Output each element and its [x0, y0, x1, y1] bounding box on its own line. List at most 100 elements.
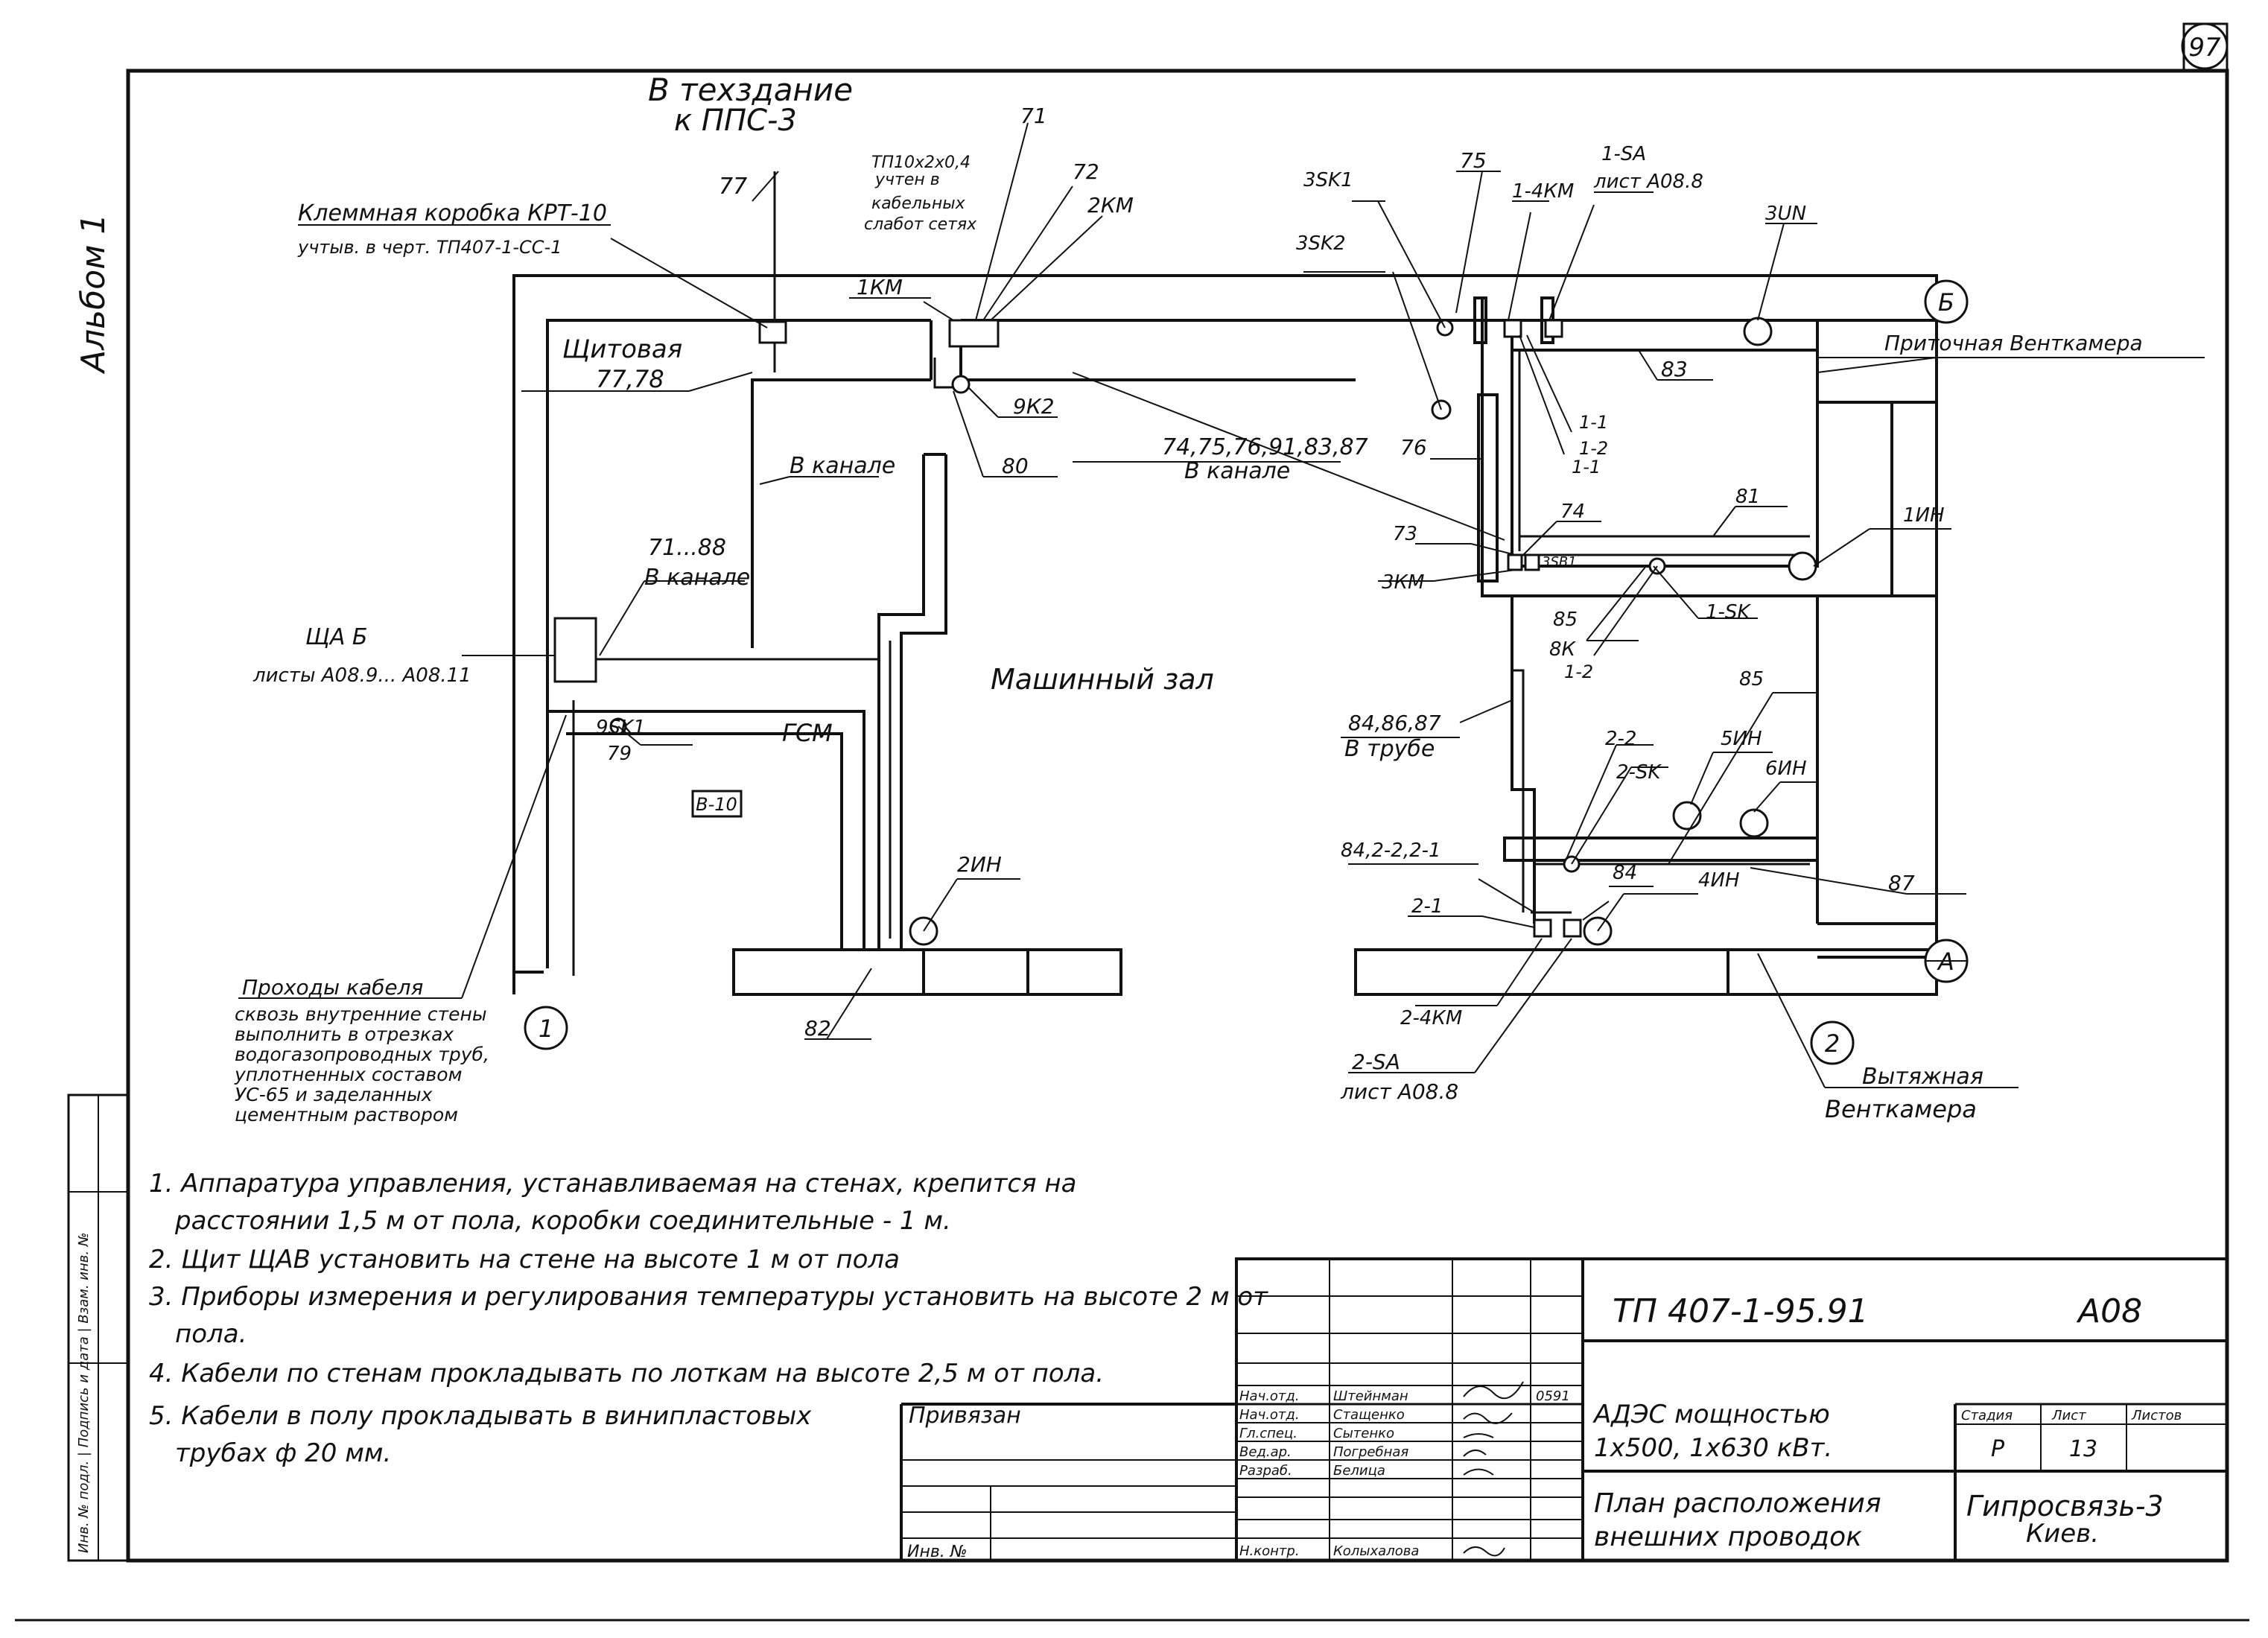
instrument-5in-icon — [1672, 801, 1702, 831]
note-line-4: 3. Приборы измерения и регулирования тем… — [149, 1282, 1268, 1312]
role-5: Разраб. — [1239, 1463, 1292, 1479]
signatures — [1463, 1381, 1524, 1557]
cable-pass-6: УС-65 и заделанных — [235, 1084, 433, 1105]
label-in-channel-3: В канале — [644, 565, 750, 591]
name-1: Штейнман — [1333, 1388, 1408, 1404]
label-1-2: 1-2 — [1579, 438, 1608, 459]
tp-note-4: слабот сетях — [864, 215, 977, 234]
instrument-6in-icon — [1739, 808, 1769, 838]
panel-shchab — [553, 617, 597, 683]
label-3sk1: 3SK1 — [1303, 169, 1353, 191]
label-83: 83 — [1661, 357, 1688, 381]
stage-value: Р — [1991, 1436, 2005, 1462]
axis-1-label: 1 — [539, 1015, 553, 1043]
label-75: 75 — [1460, 148, 1487, 173]
title-line-1: План расположения — [1594, 1488, 1881, 1519]
switch-2-sa — [1563, 918, 1582, 938]
cable-pass-7: цементным раствором — [235, 1104, 458, 1126]
title-block — [900, 1257, 2229, 1562]
label-82: 82 — [804, 1016, 831, 1041]
label-2-sa-sheet: лист А08.8 — [1340, 1079, 1458, 1104]
margin-stamp-text: Инв. № подл. | Подпись и дата | Взам. ин… — [76, 1232, 92, 1553]
room-exhaust-1: Вытяжная — [1862, 1064, 1983, 1090]
title-block-text: ТП 407-1-95.91 А08 АДЭС мощностью 1х500,… — [907, 1292, 2182, 1561]
label-72: 72 — [1073, 159, 1099, 184]
top-heading-1: В техздание — [648, 72, 853, 108]
name-3: Сытенко — [1333, 1426, 1394, 1441]
cable-routes — [572, 171, 1810, 976]
label-9k2: 9К2 — [1013, 394, 1055, 419]
building-walls — [512, 274, 1938, 996]
role-6: Н.контр. — [1239, 1543, 1300, 1559]
page-number-box — [2182, 22, 2229, 72]
tp-note-1: ТП10х2х0,4 — [871, 153, 971, 172]
label-79: 79 — [607, 743, 632, 765]
note-line-8: трубах ф 20 мм. — [175, 1438, 391, 1468]
label-2-4km: 2-4КМ — [1400, 1007, 1462, 1029]
label-shchab-sheets: листы А08.9... А08.11 — [252, 664, 471, 687]
label-76: 76 — [1400, 435, 1427, 460]
label-84-list: 84,2-2,2-1 — [1341, 839, 1441, 862]
label-80: 80 — [1002, 454, 1029, 478]
label-in-channel: В канале — [790, 453, 895, 479]
label-71-88: 71...88 — [648, 535, 726, 561]
label-3sb1: 3SB1 — [1542, 554, 1577, 570]
label-3km: 3КМ — [1382, 571, 1424, 594]
label-3un: 3UN — [1765, 203, 1806, 225]
switch-3km — [1507, 553, 1523, 571]
org-line-2: Киев. — [2026, 1519, 2099, 1549]
cable-pass-3: выполнить в отрезках — [235, 1023, 454, 1045]
right-wing-lines — [1518, 350, 1810, 556]
note-line-2: расстоянии 1,5 м от пола, коробки соедин… — [174, 1206, 951, 1236]
stage-header: Стадия — [1961, 1408, 2013, 1423]
label-1km: 1КМ — [857, 275, 903, 299]
label-73: 73 — [1393, 523, 1417, 545]
label-2km: 2КМ — [1087, 193, 1134, 218]
top-heading-2: к ППС-3 — [674, 104, 797, 138]
tp-note-2: учтен в — [874, 171, 940, 189]
sheet-header: Лист — [2051, 1408, 2086, 1423]
label-74: 74 — [1560, 501, 1585, 523]
terminal-box-note: учтыв. в черт. ТП407-1-СС-1 — [297, 237, 562, 258]
label-in-tube: В трубе — [1344, 736, 1435, 762]
role-3: Гл.спец. — [1239, 1426, 1297, 1441]
org-line-1: Гипросвязь-3 — [1966, 1490, 2164, 1523]
control-box-1km — [948, 319, 1000, 348]
name-4: Погребная — [1333, 1444, 1408, 1460]
label-77: 77 — [719, 174, 747, 200]
page-number: 97 — [2188, 33, 2221, 63]
label-3sk2: 3SK2 — [1296, 232, 1346, 255]
note-line-5: пола. — [175, 1319, 247, 1349]
label-8k: 8К — [1549, 638, 1577, 661]
label-1-2b: 1-2 — [1564, 661, 1593, 682]
label-74-87: 74,75,76,91,83,87 — [1162, 434, 1368, 460]
axis-b-bubble — [1924, 279, 1969, 324]
cable-pass-4: водогазопроводных труб, — [235, 1044, 489, 1065]
label-1-1b: 1-1 — [1572, 457, 1601, 477]
year-value: 0591 — [1536, 1388, 1570, 1404]
label-in-channel-2: В канале — [1184, 458, 1290, 484]
plan-labels: В техздание к ППС-3 Клеммная коробка КРТ… — [234, 72, 2143, 1126]
name-2: Стащенко — [1333, 1407, 1405, 1423]
label-77-78: 77,78 — [596, 365, 664, 393]
title-line-2: внешних проводок — [1594, 1522, 1862, 1552]
bound-label: Привязан — [909, 1403, 1021, 1429]
cable-pass-5: уплотненных составом — [234, 1064, 462, 1085]
sheet-frame — [126, 69, 2229, 1563]
label-5in: 5ИН — [1721, 728, 1762, 750]
label-4in: 4ИН — [1698, 869, 1740, 892]
label-underlines — [238, 171, 2205, 1088]
room-gsm: ГСМ — [782, 719, 833, 747]
sheet-value: 13 — [2069, 1436, 2097, 1462]
label-81: 81 — [1735, 486, 1760, 508]
label-1-sk: 1-SK — [1706, 601, 1751, 623]
label-71: 71 — [1020, 104, 1047, 128]
role-4: Вед.ар. — [1239, 1444, 1292, 1460]
object-line-1: АДЭС мощностью — [1592, 1400, 1830, 1429]
switch-1-sa — [1544, 319, 1563, 338]
label-84: 84 — [1613, 862, 1637, 884]
label-9sk1: 9SK1 — [596, 717, 646, 739]
switch-2-4km — [1533, 918, 1552, 938]
instrument-1in-icon — [1788, 551, 1817, 581]
